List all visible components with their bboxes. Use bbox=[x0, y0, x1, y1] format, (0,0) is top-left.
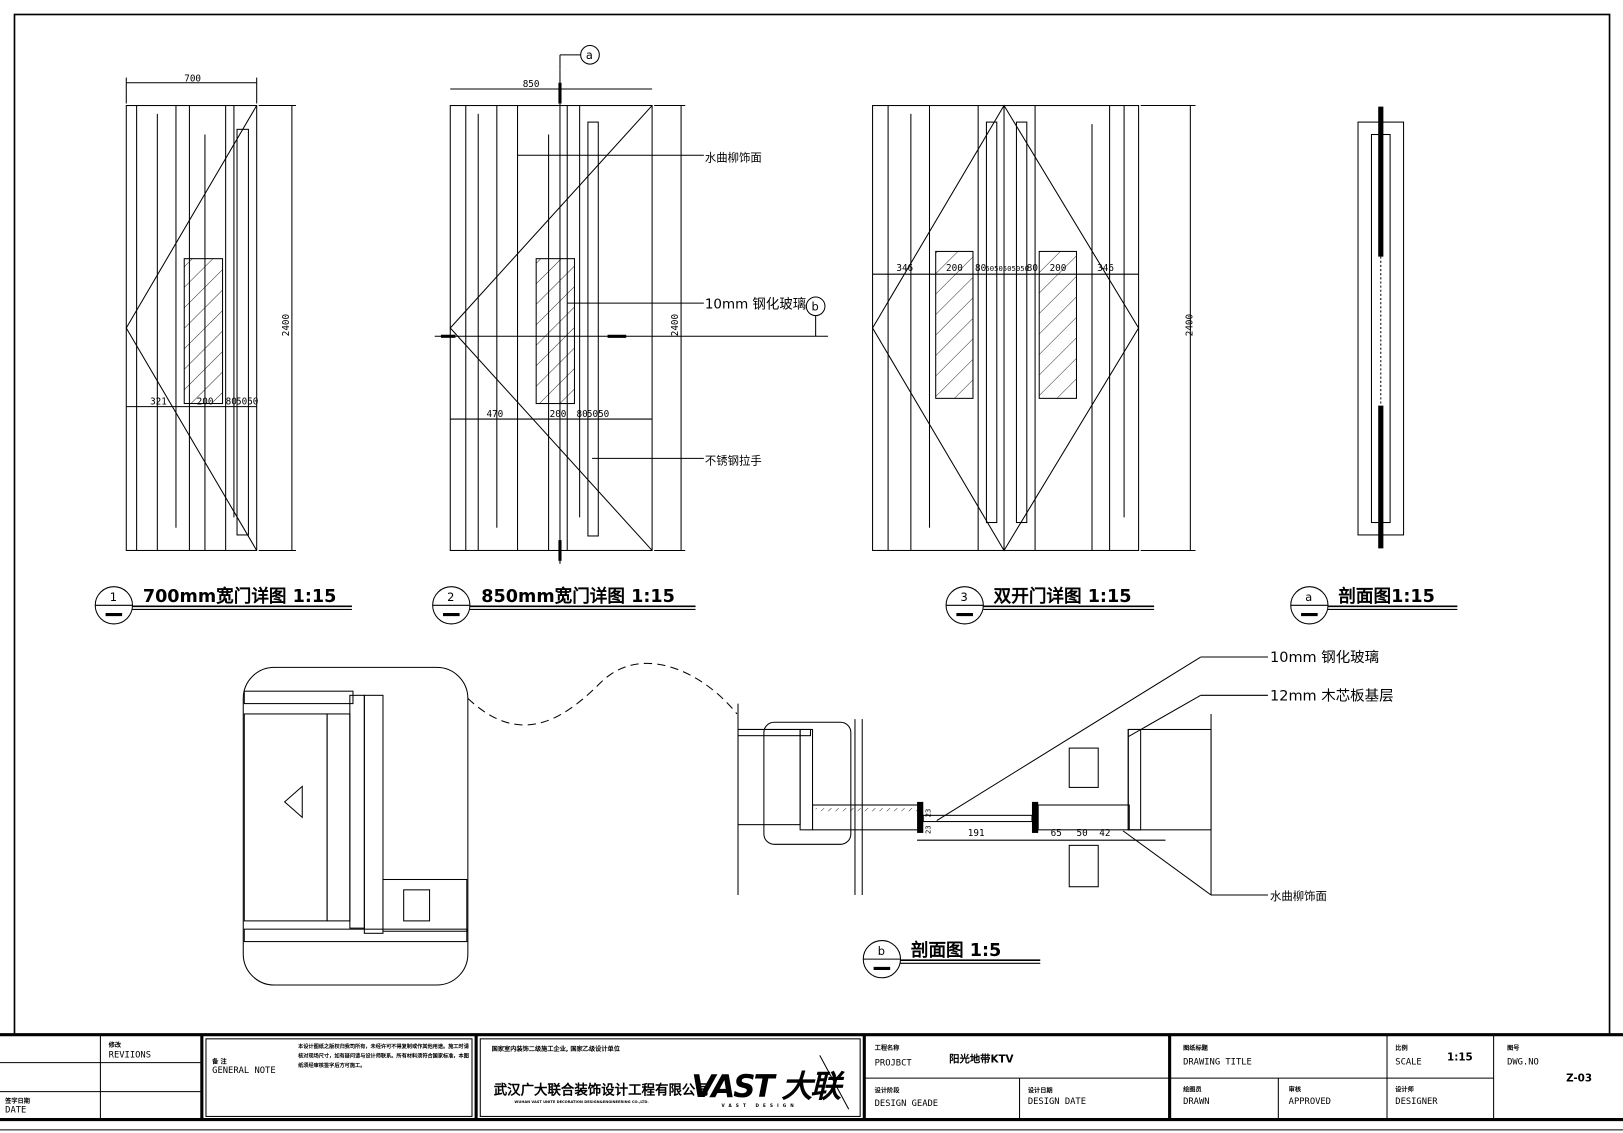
company-name-en: WUHAN VAST UNITE DECORATION DESIGN&ENGIN… bbox=[514, 1100, 648, 1104]
scale-value: 1:15 bbox=[1447, 1052, 1473, 1064]
dim: 200 bbox=[550, 409, 567, 420]
svg-text:850mm宽门详图 1:15: 850mm宽门详图 1:15 bbox=[481, 586, 675, 607]
svg-text:图纸标题: 图纸标题 bbox=[1183, 1044, 1209, 1052]
sheet-border bbox=[13, 13, 1611, 1036]
company-logo: VAST 大联 VAST DESIGN bbox=[691, 1055, 850, 1110]
dim: 470 bbox=[486, 409, 503, 420]
svg-text:PROJBCT: PROJBCT bbox=[875, 1059, 913, 1069]
svg-text:3: 3 bbox=[961, 590, 968, 604]
general-note-text: 本设计图纸之版权归我司所有，未经许可不得复制或作其他用途。施工时请核对现场尺寸，… bbox=[298, 1044, 469, 1069]
svg-text:GENERAL NOTE: GENERAL NOTE bbox=[212, 1066, 275, 1076]
callout-glass: 10mm 钢化玻璃 bbox=[1270, 649, 1379, 666]
dim: 5050505050 bbox=[985, 264, 1029, 273]
section-b-marker: b bbox=[811, 299, 818, 313]
svg-text:审核: 审核 bbox=[1289, 1086, 1302, 1094]
dim: 191 bbox=[968, 828, 985, 839]
dim: 200 bbox=[1050, 263, 1067, 274]
company-qualification: 国家室内装饰二级施工企业, 国家乙级设计单位 bbox=[492, 1045, 621, 1053]
dim: 80 bbox=[577, 409, 588, 420]
svg-text:工程名称: 工程名称 bbox=[875, 1044, 901, 1052]
svg-text:DATE: DATE bbox=[5, 1105, 26, 1115]
dim: 321 bbox=[150, 397, 167, 408]
double-door-elevation: 2400 346 200 80 5050505050 80 200 346 bbox=[871, 104, 1196, 552]
dim-width: 850 bbox=[523, 79, 540, 90]
svg-text:剖面图1:15: 剖面图1:15 bbox=[1338, 586, 1434, 607]
svg-text:a: a bbox=[1305, 590, 1312, 604]
svg-text:700mm宽门详图 1:15: 700mm宽门详图 1:15 bbox=[143, 586, 337, 607]
svg-text:DRAWN: DRAWN bbox=[1183, 1097, 1209, 1107]
svg-text:签字日期: 签字日期 bbox=[4, 1097, 30, 1105]
company-name: 武汉广大联合装饰设计工程有限公司 bbox=[494, 1082, 709, 1099]
dim: 80 bbox=[975, 263, 986, 274]
label-section-a: a 剖面图1:15 bbox=[1290, 586, 1458, 625]
callout-handle: 不锈钢拉手 bbox=[705, 454, 762, 468]
callout-veneer: 水曲柳饰面 bbox=[705, 150, 762, 164]
svg-text:2: 2 bbox=[447, 590, 454, 604]
dim: 50 bbox=[1076, 828, 1087, 839]
svg-text:比例: 比例 bbox=[1395, 1044, 1407, 1052]
label-door-850: 2 850mm宽门详图 1:15 bbox=[432, 586, 696, 625]
dim: 200 bbox=[946, 263, 963, 274]
dim: 5050 bbox=[587, 409, 609, 420]
dim: 42 bbox=[1099, 828, 1110, 839]
svg-text:设计日期: 设计日期 bbox=[1028, 1087, 1053, 1095]
svg-text:b: b bbox=[878, 944, 885, 958]
svg-text:DESIGN DATE: DESIGN DATE bbox=[1028, 1097, 1086, 1107]
svg-text:DRAWING TITLE: DRAWING TITLE bbox=[1183, 1058, 1252, 1068]
dim: 346 bbox=[1097, 263, 1114, 274]
svg-text:绘图员: 绘图员 bbox=[1183, 1086, 1202, 1094]
svg-text:备 注: 备 注 bbox=[211, 1058, 227, 1066]
svg-text:REVIIONS: REVIIONS bbox=[109, 1050, 151, 1060]
section-b-enlarged-detail bbox=[242, 662, 738, 986]
dim-height: 2400 bbox=[1184, 314, 1195, 336]
svg-text:图号: 图号 bbox=[1507, 1044, 1519, 1052]
svg-text:DESIGN GEADE: DESIGN GEADE bbox=[875, 1099, 938, 1109]
dim: 23 bbox=[924, 825, 933, 834]
svg-text:双开门详图 1:15: 双开门详图 1:15 bbox=[994, 586, 1132, 607]
section-a-marker: a bbox=[586, 48, 593, 62]
drawing-number: Z-03 bbox=[1566, 1072, 1592, 1084]
svg-text:设计阶段: 设计阶段 bbox=[875, 1087, 901, 1095]
svg-text:设计师: 设计师 bbox=[1395, 1086, 1414, 1094]
dim-height: 2400 bbox=[281, 314, 292, 336]
svg-text:DESIGNER: DESIGNER bbox=[1395, 1097, 1438, 1107]
svg-text:修改: 修改 bbox=[108, 1041, 122, 1049]
svg-text:DWG.NO: DWG.NO bbox=[1507, 1058, 1539, 1068]
svg-text:剖面图 1:5: 剖面图 1:5 bbox=[911, 940, 1001, 961]
dim: 80 bbox=[1027, 263, 1038, 274]
label-double-door: 3 双开门详图 1:15 bbox=[945, 586, 1155, 625]
svg-text:SCALE: SCALE bbox=[1395, 1058, 1421, 1068]
svg-text:VAST DESIGN: VAST DESIGN bbox=[721, 1103, 797, 1108]
svg-text:APPROVED: APPROVED bbox=[1289, 1097, 1331, 1107]
dim-width: 700 bbox=[184, 74, 201, 85]
door-700-elevation: 700 2400 321 200 80 5050 bbox=[125, 74, 297, 551]
section-a-drawing bbox=[1357, 106, 1405, 549]
dim: 346 bbox=[896, 263, 913, 274]
dim-height: 2400 bbox=[670, 314, 681, 336]
svg-text:1: 1 bbox=[110, 590, 117, 604]
svg-text:VAST 大联: VAST 大联 bbox=[691, 1069, 845, 1105]
callout-veneer: 水曲柳饰面 bbox=[1270, 889, 1327, 903]
callout-board: 12mm 木芯板基层 bbox=[1270, 686, 1394, 704]
dim: 65 bbox=[1051, 828, 1062, 839]
dim: 23 bbox=[924, 809, 933, 818]
title-block: 修改 REVIIONS 签字日期 DATE 备 注 GENERAL NOTE 本… bbox=[0, 1033, 1623, 1131]
door-850-elevation: a b 850 2400 470 200 80 5050 水曲柳饰面 10mm … bbox=[434, 45, 829, 564]
dim: 80 bbox=[226, 397, 237, 408]
dim: 5050 bbox=[236, 397, 258, 408]
project-name: 阳光地带KTV bbox=[949, 1053, 1013, 1066]
section-b-drawing: 191 65 50 42 23 23 10mm 钢化玻璃 12mm 木芯板基层 … bbox=[737, 649, 1394, 903]
callout-glass: 10mm 钢化玻璃 bbox=[705, 295, 806, 312]
label-door-700: 1 700mm宽门详图 1:15 bbox=[94, 586, 352, 625]
label-section-b: b 剖面图 1:5 bbox=[862, 940, 1041, 979]
dim: 200 bbox=[197, 397, 214, 408]
